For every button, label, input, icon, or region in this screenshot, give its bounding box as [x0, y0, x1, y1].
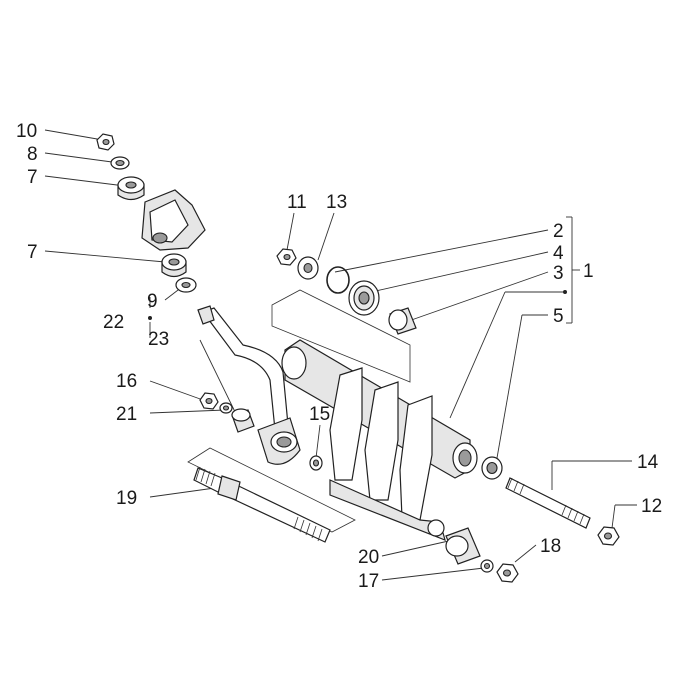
callout-1: 1 — [583, 261, 594, 282]
callout-4: 4 — [553, 243, 564, 264]
callout-17: 17 — [358, 571, 379, 592]
callout-labels: 10 8 7 7 9 22 23 16 21 19 11 13 2 4 3 1 … — [16, 121, 662, 592]
arm-23 — [197, 305, 301, 465]
washer-9 — [175, 277, 197, 293]
bushing-7-lower — [161, 253, 187, 278]
washer-21 — [219, 402, 233, 414]
callout-14: 14 — [637, 452, 659, 473]
callout-20: 20 — [358, 547, 379, 568]
callout-15: 15 — [309, 404, 330, 425]
bolt-14 — [505, 477, 591, 529]
washer-8 — [110, 156, 130, 170]
callout-16: 16 — [116, 371, 137, 392]
washer-17 — [480, 559, 494, 573]
callout-11: 11 — [287, 192, 307, 213]
callout-19: 19 — [116, 488, 137, 509]
circlip-2 — [326, 266, 350, 294]
nut-16 — [199, 392, 219, 410]
nut-10 — [96, 133, 115, 151]
nut-12 — [597, 526, 620, 546]
callout-7-lower: 7 — [27, 242, 38, 263]
callout-23: 23 — [148, 329, 169, 350]
bushing-20 — [445, 527, 481, 565]
dot-9-22 — [148, 316, 152, 320]
frame-upper — [271, 289, 411, 383]
washer-13 — [297, 256, 319, 280]
callout-2: 2 — [553, 221, 564, 242]
bolt-19 — [193, 466, 331, 543]
callout-13: 13 — [326, 192, 347, 213]
bushing-3 — [388, 307, 417, 335]
bracket — [141, 189, 206, 251]
dot-1 — [563, 290, 567, 294]
callout-10: 10 — [16, 121, 37, 142]
callout-22: 22 — [103, 312, 124, 333]
callout-5: 5 — [553, 306, 564, 327]
bushing-5 — [481, 456, 503, 480]
nut-11 — [276, 248, 297, 266]
callout-18: 18 — [540, 536, 561, 557]
callout-3: 3 — [553, 263, 564, 284]
bearing-4 — [348, 280, 380, 316]
bushing-23 — [231, 408, 255, 433]
bushing-7-upper — [117, 176, 145, 201]
callout-9: 9 — [147, 291, 158, 312]
callout-8: 8 — [27, 144, 38, 165]
callout-7-upper: 7 — [27, 167, 38, 188]
washer-15 — [309, 455, 323, 471]
leader-lines — [44, 129, 637, 581]
callout-12: 12 — [641, 496, 662, 517]
swing-arm-frame — [281, 339, 478, 541]
nut-18 — [496, 563, 519, 583]
callout-21: 21 — [116, 404, 137, 425]
